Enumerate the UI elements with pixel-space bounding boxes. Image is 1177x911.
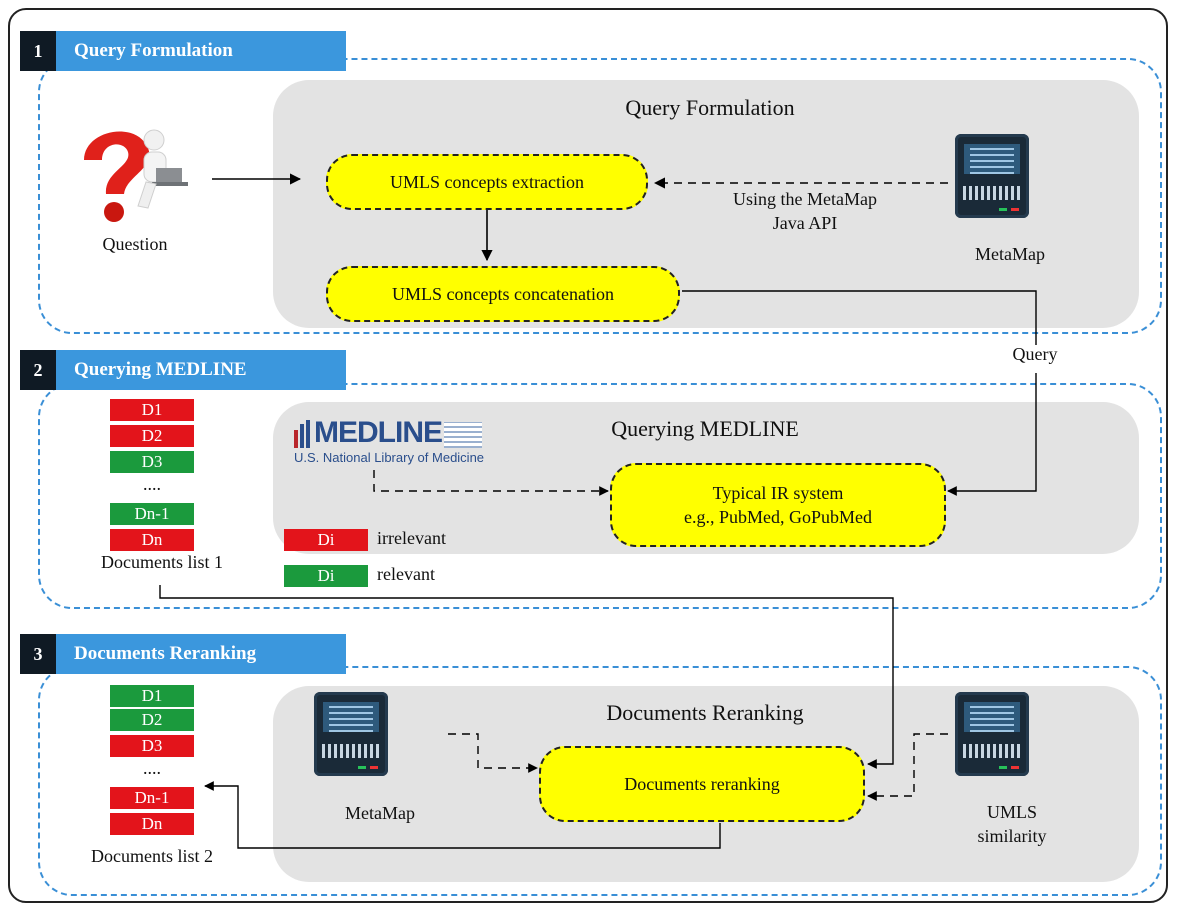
umls-similarity-label-1: UMLS bbox=[986, 802, 1037, 822]
arrow-similarity-to-reranking bbox=[867, 733, 948, 801]
ir-line-2: e.g., PubMed, GoPubMed bbox=[684, 507, 872, 527]
arrow-query-to-ir bbox=[947, 373, 1037, 496]
section-3-number: 3 bbox=[20, 634, 56, 674]
section-3-tab: 3 Documents Reranking bbox=[20, 634, 346, 674]
section-1-tab: 1 Query Formulation bbox=[20, 31, 346, 71]
legend-relevant-tag: Di bbox=[284, 565, 368, 587]
legend-irrelevant-tag: Di bbox=[284, 529, 368, 551]
medline-logo-word: MEDLINE bbox=[314, 416, 443, 449]
doc2-dn-1: Dn-1 bbox=[110, 787, 194, 809]
arrow-metamap-to-reranking bbox=[448, 733, 538, 773]
doc2-dn: Dn bbox=[110, 813, 194, 835]
querying-medline-title: Querying MEDLINE bbox=[611, 416, 799, 441]
legend-relevant-text: relevant bbox=[377, 564, 435, 584]
doc2-d3: D3 bbox=[110, 735, 194, 757]
server-icon bbox=[955, 692, 1029, 776]
documents-list-1-label: Documents list 1 bbox=[101, 552, 223, 572]
query-label: Query bbox=[1012, 344, 1058, 364]
line-concatenation-to-query bbox=[682, 290, 1037, 345]
section-1-number: 1 bbox=[20, 31, 56, 71]
typical-ir-system: Typical IR system e.g., PubMed, GoPubMed bbox=[610, 463, 946, 547]
doc1-dn-1: Dn-1 bbox=[110, 503, 194, 525]
doc2-d1: D1 bbox=[110, 685, 194, 707]
metamap-label: MetaMap bbox=[975, 244, 1045, 264]
documents-list-2-label: Documents list 2 bbox=[91, 846, 213, 866]
doc1-d1: D1 bbox=[110, 399, 194, 421]
server-icon bbox=[314, 692, 388, 776]
doc2-d2: D2 bbox=[110, 709, 194, 731]
query-formulation-title: Query Formulation bbox=[625, 95, 795, 120]
section-1-container bbox=[38, 58, 1162, 334]
documents-reranking-box: Documents reranking bbox=[539, 746, 865, 822]
section-3-container bbox=[38, 666, 1162, 896]
section-2-number: 2 bbox=[20, 350, 56, 390]
section-2-tab: 2 Querying MEDLINE bbox=[20, 350, 346, 390]
arrow-medline-to-ir bbox=[373, 470, 609, 496]
doc1-d3: D3 bbox=[110, 451, 194, 473]
medline-logo-icon: MEDLINE U.S. National Library of Medicin… bbox=[294, 416, 484, 470]
server-icon bbox=[955, 134, 1029, 218]
arrow-list1-to-reranking bbox=[159, 585, 894, 769]
documents-reranking-title: Documents Reranking bbox=[606, 700, 804, 725]
metamap-api-label-1: Using the MetaMap bbox=[733, 189, 877, 209]
doc1-ellipsis: .... bbox=[143, 474, 161, 494]
doc1-dn: Dn bbox=[110, 529, 194, 551]
outer-frame bbox=[8, 8, 1168, 903]
metamap-api-label-2: Java API bbox=[772, 213, 838, 233]
ir-line-1: Typical IR system bbox=[712, 482, 844, 503]
section-2-title: Querying MEDLINE bbox=[74, 359, 247, 380]
section-2-container bbox=[38, 383, 1162, 609]
question-mark-person-icon bbox=[66, 120, 206, 230]
metamap-label-section3: MetaMap bbox=[345, 803, 415, 823]
section-3-title: Documents Reranking bbox=[74, 643, 257, 664]
medline-logo-subtitle: U.S. National Library of Medicine bbox=[294, 450, 485, 465]
umls-concepts-concatenation: UMLS concepts concatenation bbox=[326, 266, 680, 322]
arrow-reranking-to-list2 bbox=[204, 781, 721, 849]
question-label: Question bbox=[102, 234, 168, 254]
legend-irrelevant-text: irrelevant bbox=[377, 528, 446, 548]
section-1-title: Query Formulation bbox=[74, 40, 233, 61]
umls-similarity-label-2: similarity bbox=[977, 826, 1047, 846]
doc2-ellipsis: .... bbox=[143, 758, 161, 778]
umls-concepts-extraction: UMLS concepts extraction bbox=[326, 154, 648, 210]
doc1-d2: D2 bbox=[110, 425, 194, 447]
